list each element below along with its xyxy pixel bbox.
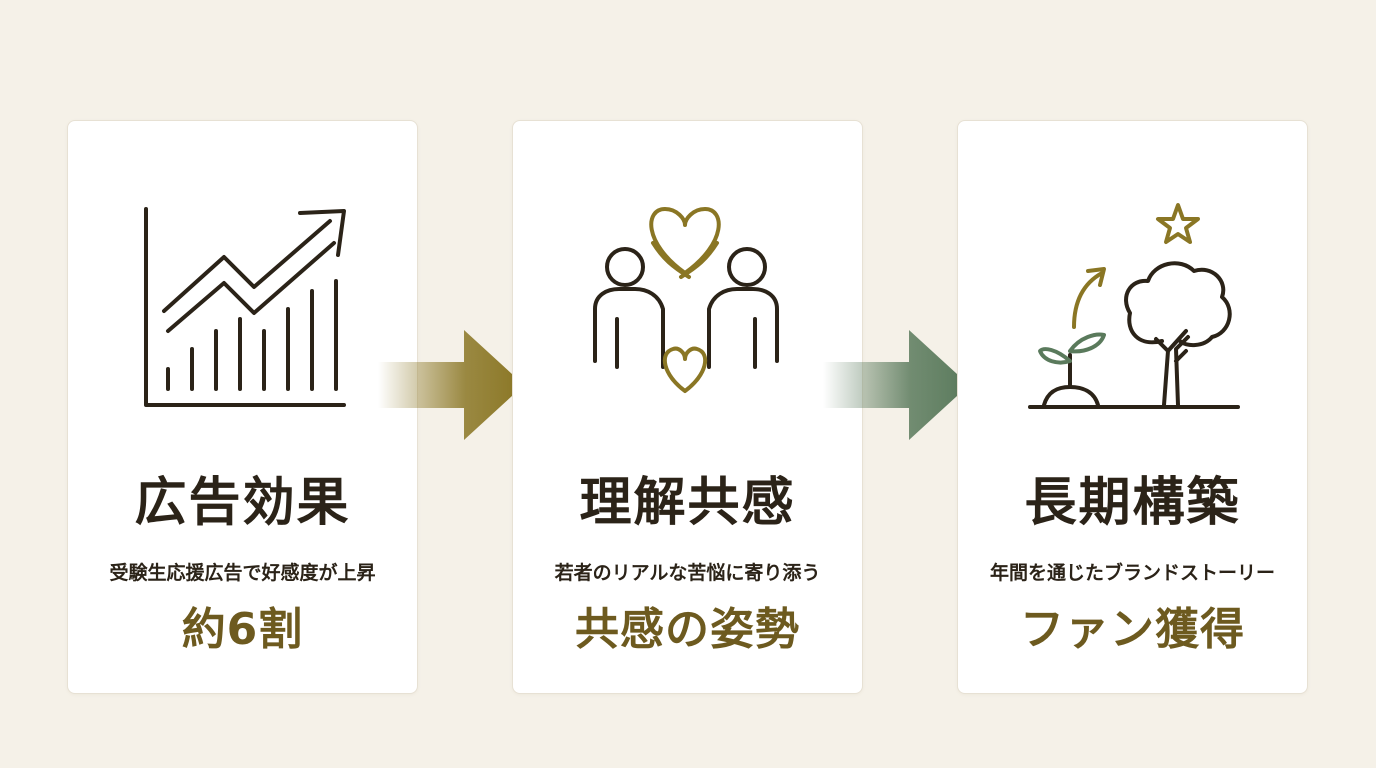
growth-chart-icon — [68, 191, 419, 431]
step-title: 広告効果 — [134, 472, 351, 533]
step-highlight: 共感の姿勢 — [575, 604, 800, 655]
step-description: 若者のリアルな苦悩に寄り添う — [554, 562, 821, 584]
arrow-right-icon — [378, 330, 528, 440]
step-description: 受験生応援広告で好感度が上昇 — [109, 562, 376, 584]
step-title: 長期構築 — [1024, 472, 1241, 533]
step-card-long-term: 長期構築 年間を通じたブランドストーリー ファン獲得 — [957, 120, 1308, 694]
people-hearts-icon — [513, 191, 864, 431]
step-title: 理解共感 — [579, 472, 796, 533]
arrow-right-icon — [823, 330, 973, 440]
step-highlight: 約6割 — [181, 604, 304, 655]
step-card-ad-effect: 広告効果 受験生応援広告で好感度が上昇 約6割 — [67, 120, 418, 694]
step-description: 年間を通じたブランドストーリー — [989, 562, 1275, 584]
step-highlight: ファン獲得 — [1020, 604, 1245, 655]
step-card-understanding: 理解共感 若者のリアルな苦悩に寄り添う 共感の姿勢 — [512, 120, 863, 694]
sprout-tree-star-icon — [958, 191, 1309, 431]
